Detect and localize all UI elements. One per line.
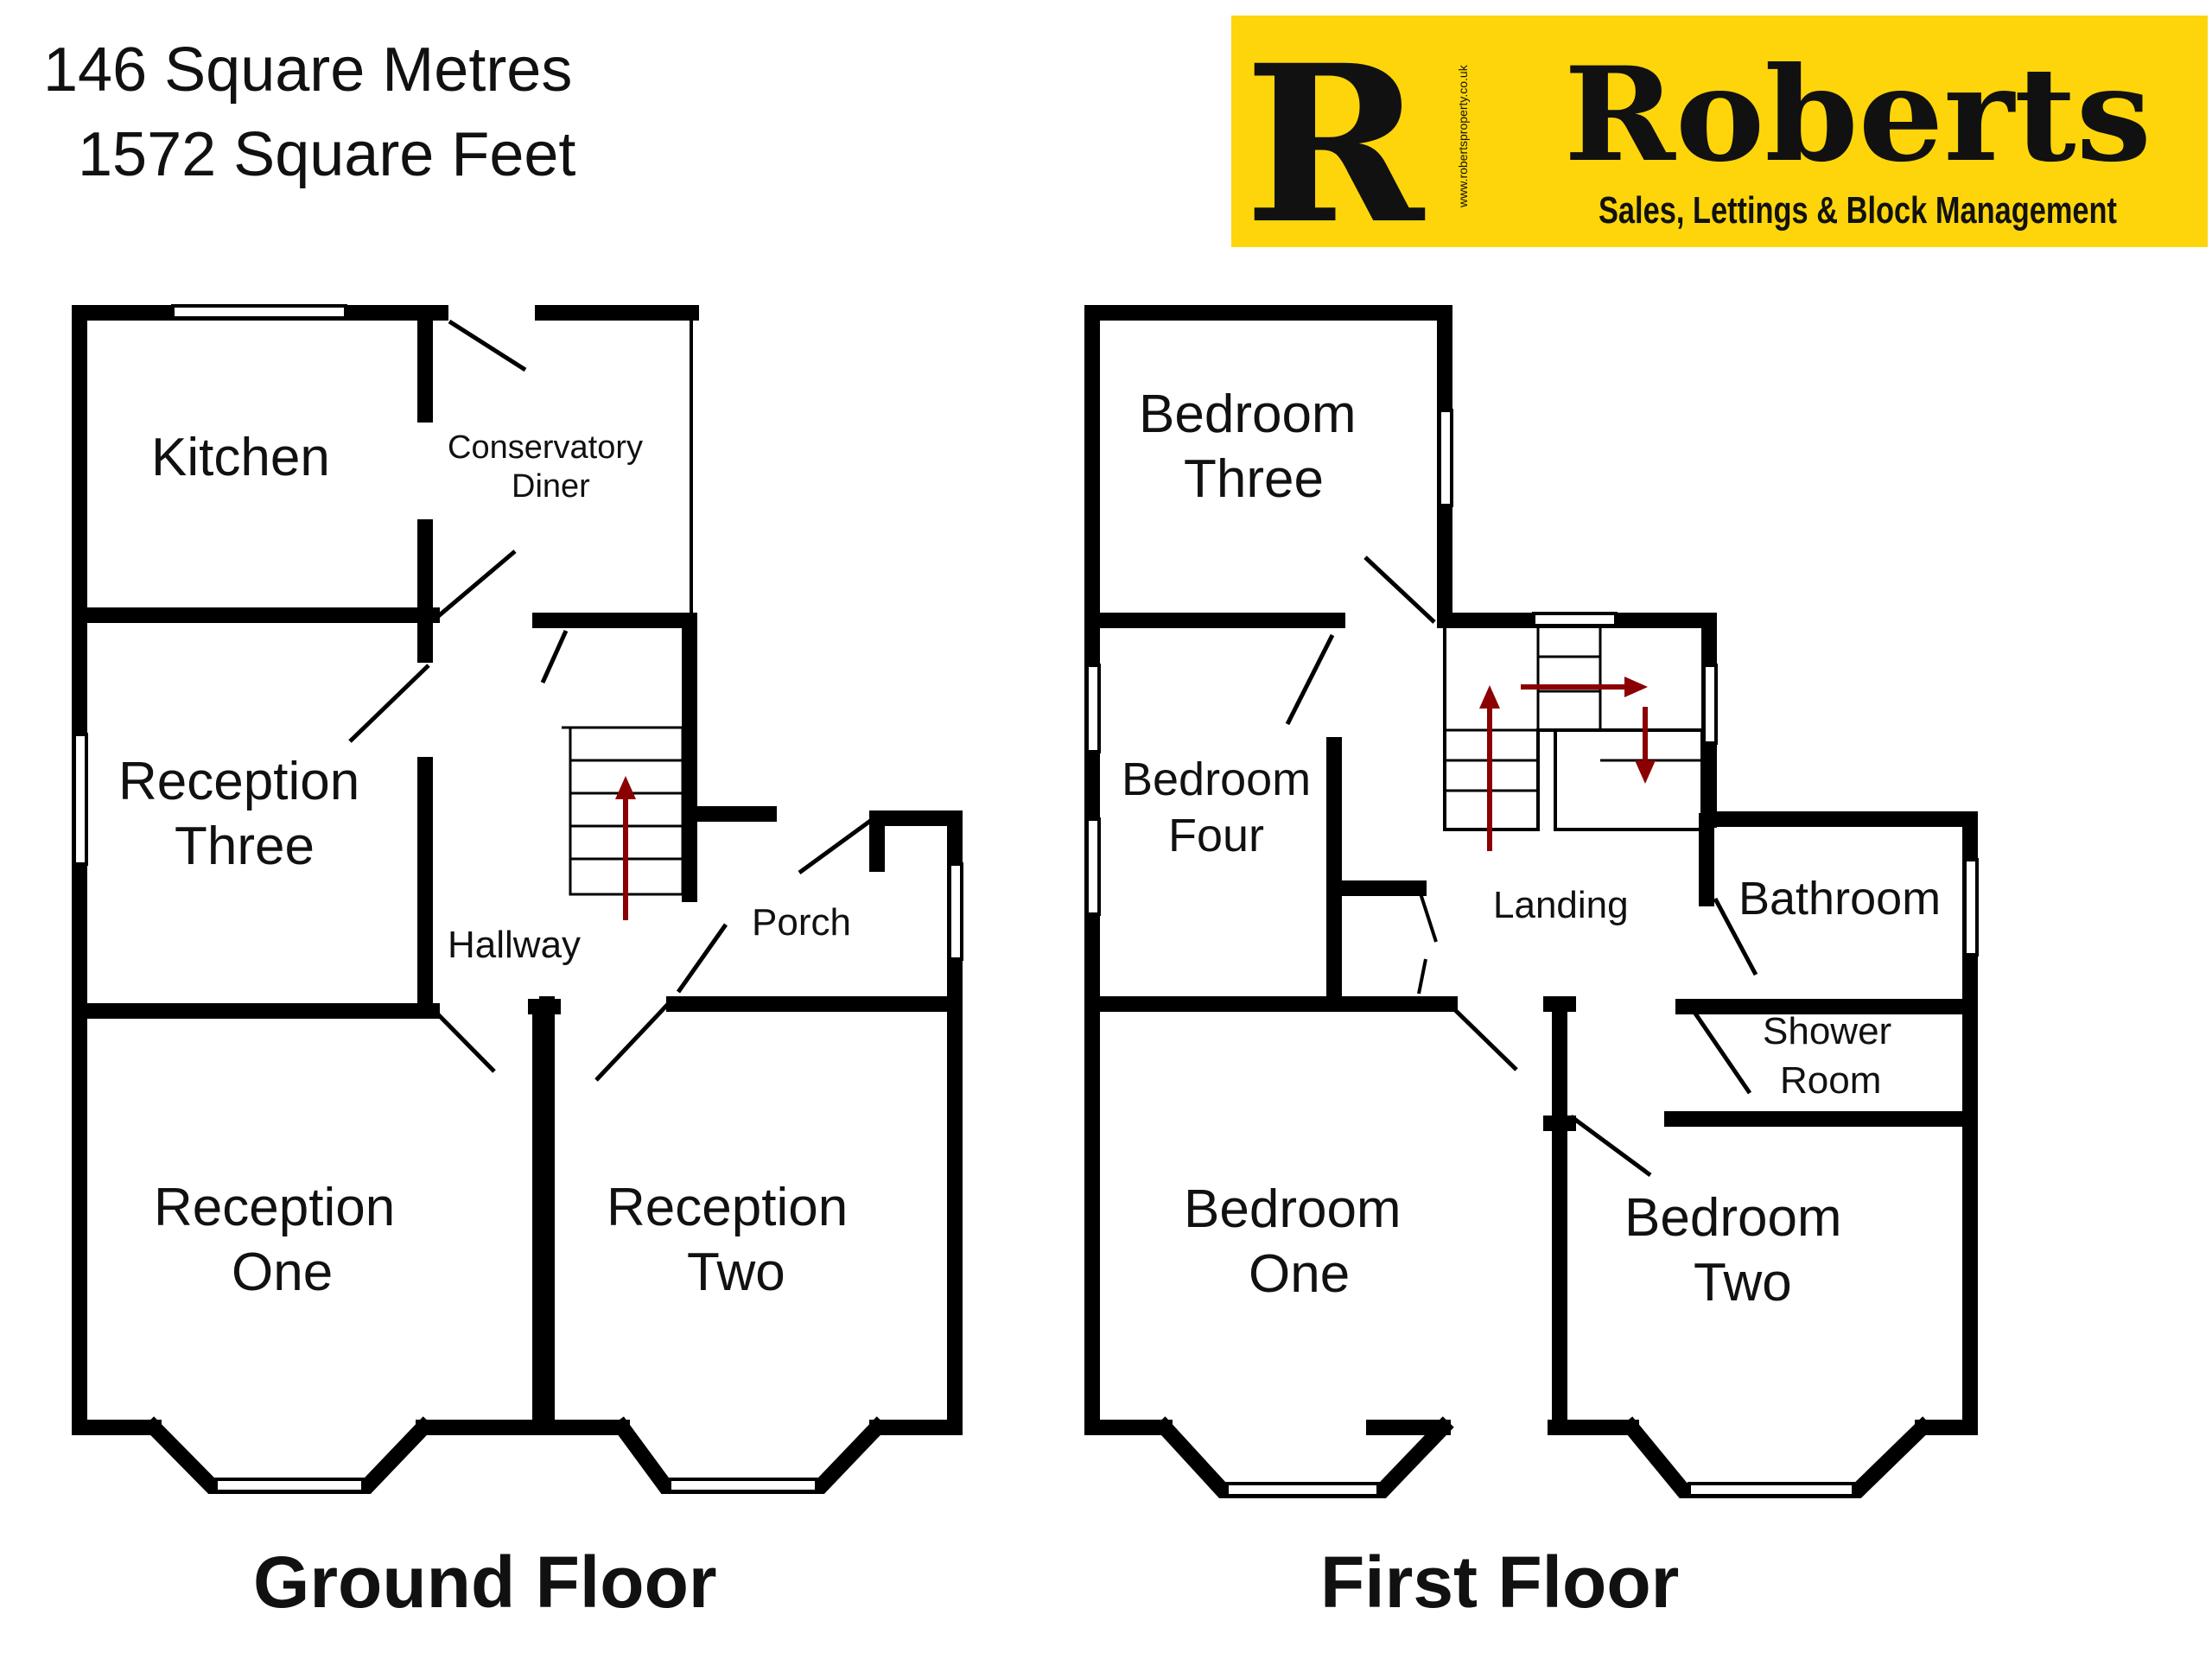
reception-one-door: [435, 1011, 496, 1073]
label-bedroom-three-line2: Three: [1184, 449, 1324, 509]
conservatory-door: [448, 319, 527, 372]
stair-cupboard-door: [540, 629, 569, 684]
shower-room-door: [1691, 1009, 1752, 1095]
label-bedroom-two-line2: Two: [1694, 1253, 1792, 1313]
reception-three-door: [348, 664, 430, 743]
stairwell-window: [1532, 612, 1618, 627]
bedroom-one-right-wall: [1543, 996, 1576, 1435]
porch-door: [676, 923, 728, 994]
bathroom-window: [1963, 858, 1979, 957]
stair-enclosure-wall: [532, 613, 697, 902]
label-reception-one-line2: One: [232, 1243, 333, 1302]
label-bedroom-three-line1: Bedroom: [1139, 385, 1357, 444]
label-kitchen: Kitchen: [151, 428, 330, 487]
first-floor-title: First Floor: [1320, 1541, 1679, 1623]
label-conservatory-line2: Diner: [512, 468, 590, 505]
reception-two-door: [594, 1001, 671, 1082]
label-bathroom: Bathroom: [1738, 873, 1941, 925]
logo-url: www.robertsproperty.co.uk: [1456, 64, 1470, 208]
stairwell-side-window: [1702, 664, 1718, 745]
label-reception-one-line1: Reception: [154, 1178, 395, 1237]
label-shower-line2: Room: [1780, 1059, 1881, 1102]
label-reception-three-line1: Reception: [118, 752, 359, 811]
bedroom-four-window-2: [1085, 817, 1101, 916]
logo-letter: R: [1244, 17, 1426, 271]
first-floor-plan: Bedroom Three Bedroom Four Landing Bathr…: [1084, 305, 1979, 1623]
bedroom-four-door: [1285, 633, 1335, 726]
first-stairwell: [1443, 622, 1704, 831]
landing-cupboard: [1339, 887, 1438, 995]
logo-name: Roberts: [1564, 39, 2152, 191]
bedroom-two-bay-window: [1688, 1482, 1855, 1497]
bedroom-four-window-1: [1085, 664, 1101, 753]
bedroom-one-door: [1450, 1005, 1518, 1071]
porch-wall: [869, 810, 963, 1010]
logo-background: [1231, 16, 2208, 247]
label-porch: Porch: [752, 901, 851, 944]
roberts-logo: R www.robertsproperty.co.uk Roberts Sale…: [1231, 16, 2208, 271]
bedroom-three-door: [1363, 556, 1436, 624]
label-reception-three-line2: Three: [175, 817, 315, 876]
label-landing: Landing: [1493, 884, 1629, 926]
bathroom-door: [1713, 897, 1758, 976]
bedroom-two-door: [1569, 1114, 1652, 1178]
first-stairs: [1445, 622, 1702, 851]
label-hallway: Hallway: [448, 924, 581, 966]
label-bedroom-one-line1: Bedroom: [1184, 1179, 1402, 1239]
reception-one-bay: [143, 1416, 435, 1494]
label-bedroom-four-line1: Bedroom: [1122, 753, 1311, 805]
label-bedroom-two-line1: Bedroom: [1624, 1188, 1842, 1248]
reception-three-window: [73, 733, 88, 866]
porch-window: [948, 862, 963, 961]
label-conservatory-line1: Conservatory: [448, 429, 643, 466]
ground-floor-title: Ground Floor: [253, 1541, 717, 1623]
ground-floor-plan: Kitchen Conservatory Diner Reception Thr…: [72, 304, 963, 1623]
bedroom-one-bay: [1154, 1416, 1454, 1498]
bedroom-two-bay: [1620, 1416, 1934, 1498]
area-imperial: 1572 Square Feet: [78, 120, 575, 189]
reception-two-bay: [611, 1416, 888, 1494]
bedroom-one-bay-window: [1225, 1482, 1380, 1497]
kitchen-window: [171, 304, 347, 320]
bedroom-three-window: [1438, 409, 1453, 507]
kitchen-door: [435, 550, 517, 620]
logo-tagline: Sales, Lettings & Block Management: [1599, 189, 2117, 232]
reception-two-bay-window: [668, 1478, 818, 1493]
label-reception-two-line2: Two: [687, 1243, 785, 1302]
label-bedroom-one-line2: One: [1249, 1244, 1350, 1304]
label-bedroom-four-line2: Four: [1168, 810, 1264, 861]
reception-one-bay-window: [214, 1478, 365, 1493]
label-reception-two-line1: Reception: [607, 1178, 848, 1237]
area-metric: 146 Square Metres: [43, 35, 572, 105]
ground-stairs: [562, 726, 684, 920]
label-shower-line1: Shower: [1763, 1010, 1891, 1052]
porch-entry-door: [798, 817, 874, 875]
